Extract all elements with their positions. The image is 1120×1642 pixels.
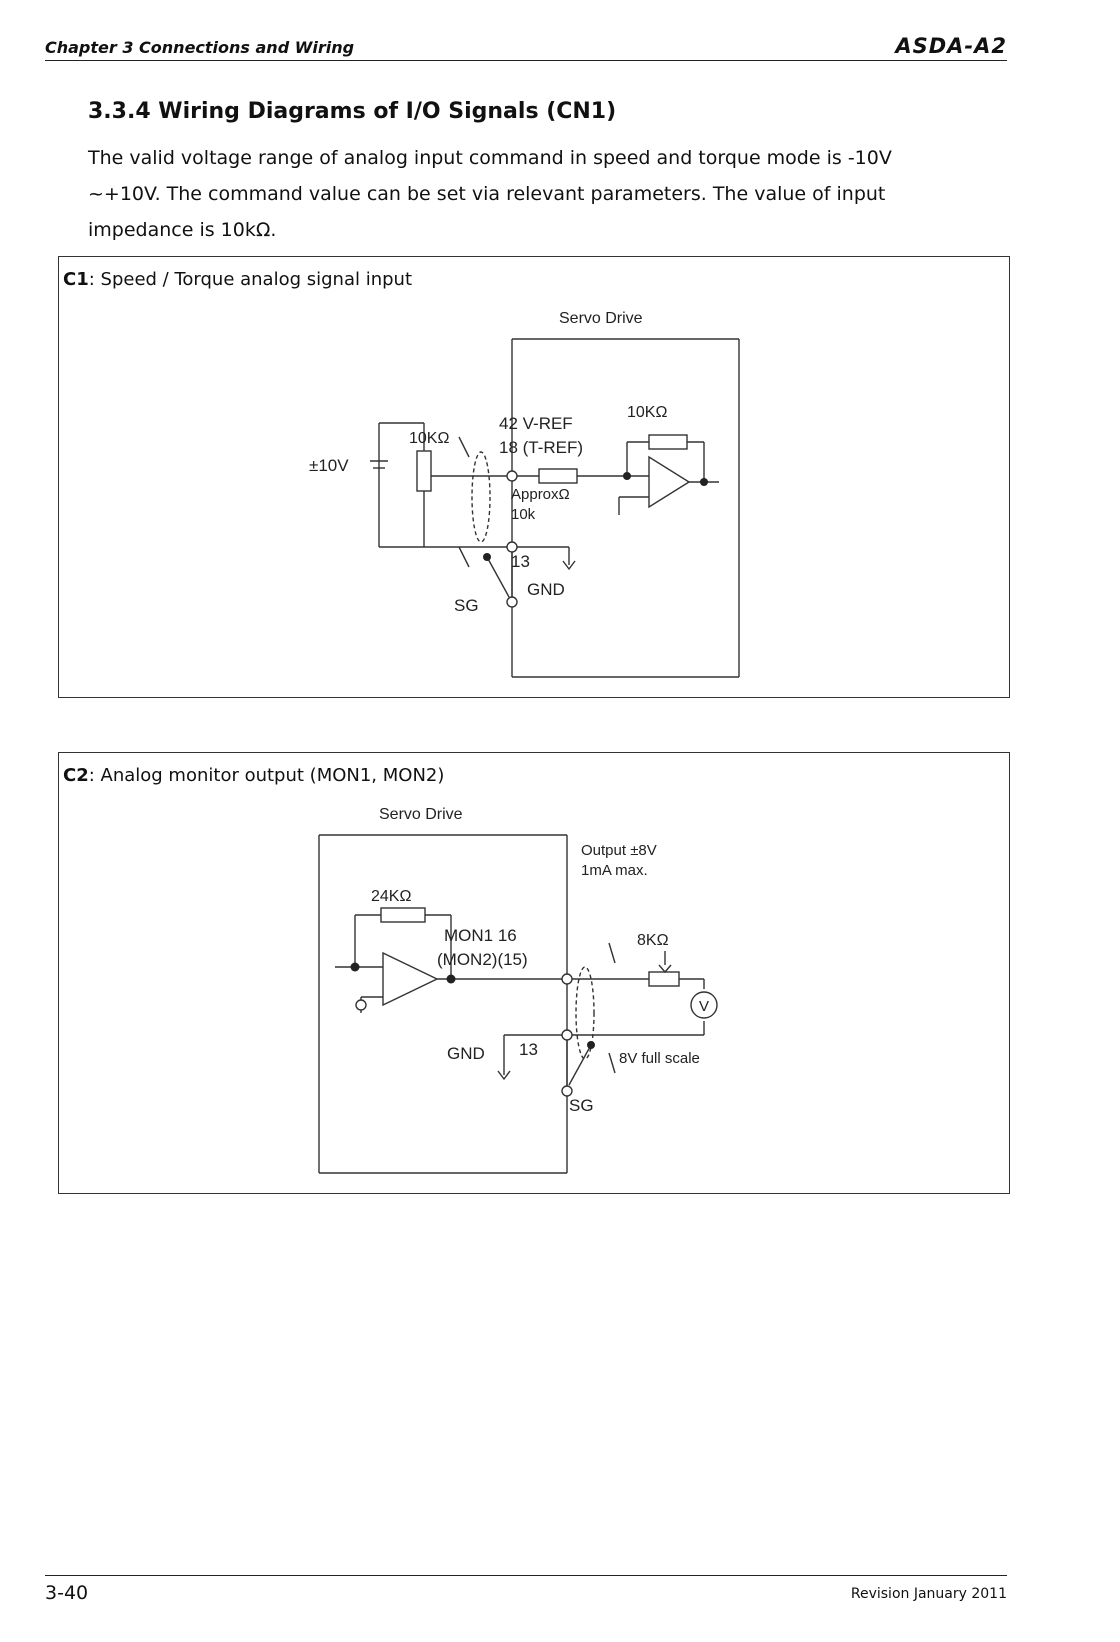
c2-caption-text: : Analog monitor output (MON1, MON2) (88, 765, 445, 786)
c1-approx-label: ApproxΩ (511, 486, 570, 503)
diagram-box-c2: C2: Analog monitor output (MON1, MON2) (58, 752, 1010, 1194)
c2-sg-label: SG (569, 1096, 594, 1115)
c1-pin13-label: 13 (511, 552, 530, 571)
page-number: 3-40 (45, 1582, 89, 1604)
c1-pot-label: 10KΩ (409, 430, 449, 447)
c2-gnd-label: GND (447, 1044, 485, 1063)
c1-feedback-label: 10KΩ (627, 404, 667, 421)
c1-vref-label: 42 V-REF (499, 414, 573, 433)
c2-servo-drive-label: Servo Drive (379, 806, 463, 823)
c2-scale-label: 8V full scale (619, 1050, 700, 1067)
c1-wiring-diagram: Servo Drive ±10V 10KΩ 42 V-REF 18 (T-REF… (309, 310, 740, 678)
c1-caption: C1: Speed / Torque analog signal input (63, 269, 412, 290)
c2-tag: C2 (63, 765, 89, 786)
chapter-title: Chapter 3 Connections and Wiring (45, 38, 355, 57)
c2-pot-label: 8KΩ (637, 932, 669, 949)
c1-tref-label: 18 (T-REF) (499, 438, 583, 457)
intro-paragraph: The valid voltage range of analog input … (88, 147, 892, 241)
c2-feedback-label: 24KΩ (371, 888, 411, 905)
c2-caption: C2: Analog monitor output (MON1, MON2) (63, 765, 444, 786)
c1-voltage-label: ±10V (309, 456, 349, 475)
c1-gnd-label: GND (527, 580, 565, 599)
c2-mon2-label: (MON2)(15) (437, 950, 528, 969)
c2-output-current: 1mA max. (581, 862, 648, 879)
c1-sg-label: SG (454, 596, 479, 615)
section-title: 3.3.4 Wiring Diagrams of I/O Signals (CN… (88, 99, 617, 124)
c2-mon1-label: MON1 16 (444, 926, 517, 945)
c1-servo-drive-label: Servo Drive (559, 310, 643, 327)
brand-logo: ASDA-A2 (895, 34, 1007, 58)
c2-pin13-label: 13 (519, 1040, 538, 1059)
c1-caption-text: : Speed / Torque analog signal input (88, 269, 413, 290)
page-header: Chapter 3 Connections and Wiring ASDA-A2 (45, 34, 1007, 61)
c2-output-label: Output ±8V (581, 842, 657, 859)
footer-divider (45, 1575, 1007, 1576)
c1-tag: C1 (63, 269, 89, 290)
voltmeter-icon (690, 991, 718, 1019)
c2-wiring-diagram: Servo Drive 24KΩ MON1 16 (MON2)(15) Outp… (318, 806, 718, 1174)
revision-label: Revision January 2011 (850, 1586, 1007, 1602)
c2-meter-label: V (699, 998, 709, 1015)
diagram-box-c1: C1: Speed / Torque analog signal input (58, 256, 1010, 698)
c1-approx-value: 10k (511, 506, 536, 523)
